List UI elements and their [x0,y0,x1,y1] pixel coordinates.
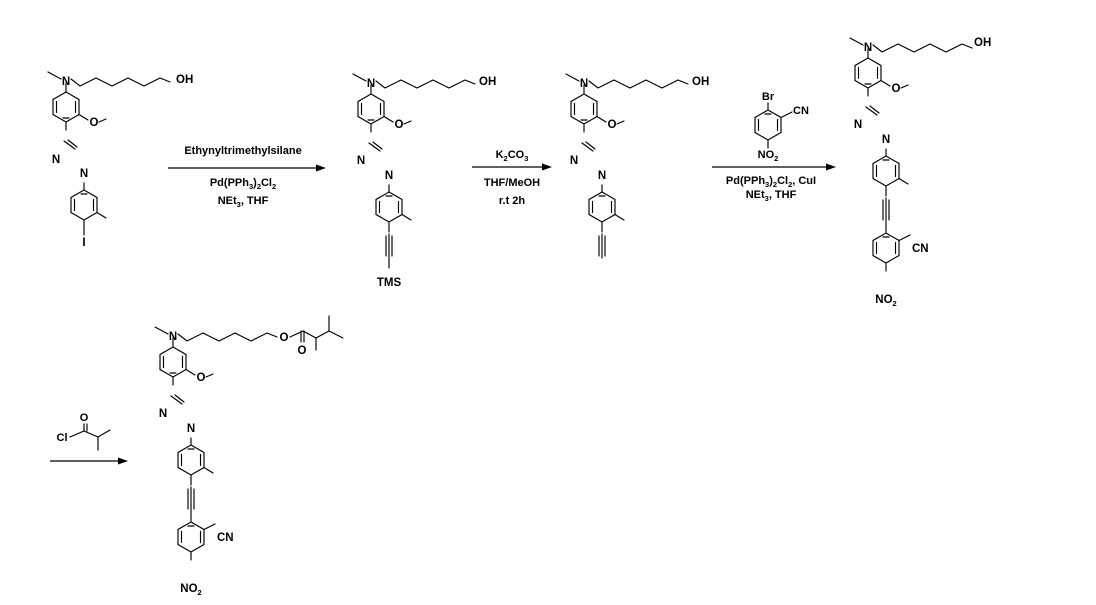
svg-text:CN: CN [217,532,234,544]
svg-text:N: N [159,408,167,420]
svg-text:O: O [80,412,89,424]
reaction-arrow-4: Cl O [50,412,128,465]
svg-text:OH: OH [974,37,991,49]
reagent-aryl-bromide: Br CN NO2 [754,91,809,163]
reaction-arrow-2: K2CO3 THF/MeOH r.t 2h [472,149,552,207]
svg-text:NO2: NO2 [875,294,896,308]
svg-text:Pd(PPh3)2Cl2: Pd(PPh3)2Cl2 [210,177,276,191]
svg-text:NO2: NO2 [758,149,779,163]
svg-text:Cl: Cl [57,432,68,444]
compound-3-terminal-alkyne: N N OH [565,73,709,259]
svg-text:O: O [280,332,289,344]
svg-text:Br: Br [762,91,775,103]
svg-text:N: N [598,170,606,182]
svg-text:OH: OH [176,74,193,86]
svg-text:N: N [52,154,60,166]
svg-text:N: N [385,170,393,182]
compound-1-iodide: N N OH I [47,71,193,249]
svg-text:I: I [82,237,85,249]
svg-text:CN: CN [912,243,929,255]
svg-text:K2CO3: K2CO3 [496,149,529,163]
reagent-methacryloyl-chloride: Cl O [57,412,111,451]
svg-text:OH: OH [479,76,496,88]
svg-text:N: N [357,155,365,167]
svg-text:NEt3, THF: NEt3, THF [218,195,269,209]
reaction-arrow-3: Br CN NO2 Pd(PPh3)2Cl2, CuI NEt3, THF [712,91,836,203]
svg-text:Pd(PPh3)2Cl2, CuI: Pd(PPh3)2Cl2, CuI [726,175,816,189]
svg-text:OH: OH [692,76,709,88]
svg-text:THF/MeOH: THF/MeOH [484,177,540,189]
svg-text:Ethynyltrimethylsilane: Ethynyltrimethylsilane [184,145,301,157]
svg-text:NEt3, THF: NEt3, THF [746,189,797,203]
svg-text:r.t 2h: r.t 2h [499,195,526,207]
compound-2-tms-alkyne: N N OH TMS [352,73,496,289]
reaction-arrow-1: Ethynyltrimethylsilane Pd(PPh3)2Cl2 NEt3… [168,145,326,209]
svg-text:N: N [882,134,890,146]
svg-text:NO2: NO2 [180,583,201,597]
svg-text:N: N [187,423,195,435]
svg-text:O: O [298,345,307,357]
compound-4-alcohol: N N OH CN NO2 [849,37,991,308]
svg-text:N: N [80,168,88,180]
svg-text:TMS: TMS [377,277,402,289]
svg-text:N: N [854,119,862,131]
svg-text:CN: CN [793,105,809,117]
svg-text:N: N [570,155,578,167]
compound-5-methacrylate: N N O O CN NO2 [154,315,344,597]
